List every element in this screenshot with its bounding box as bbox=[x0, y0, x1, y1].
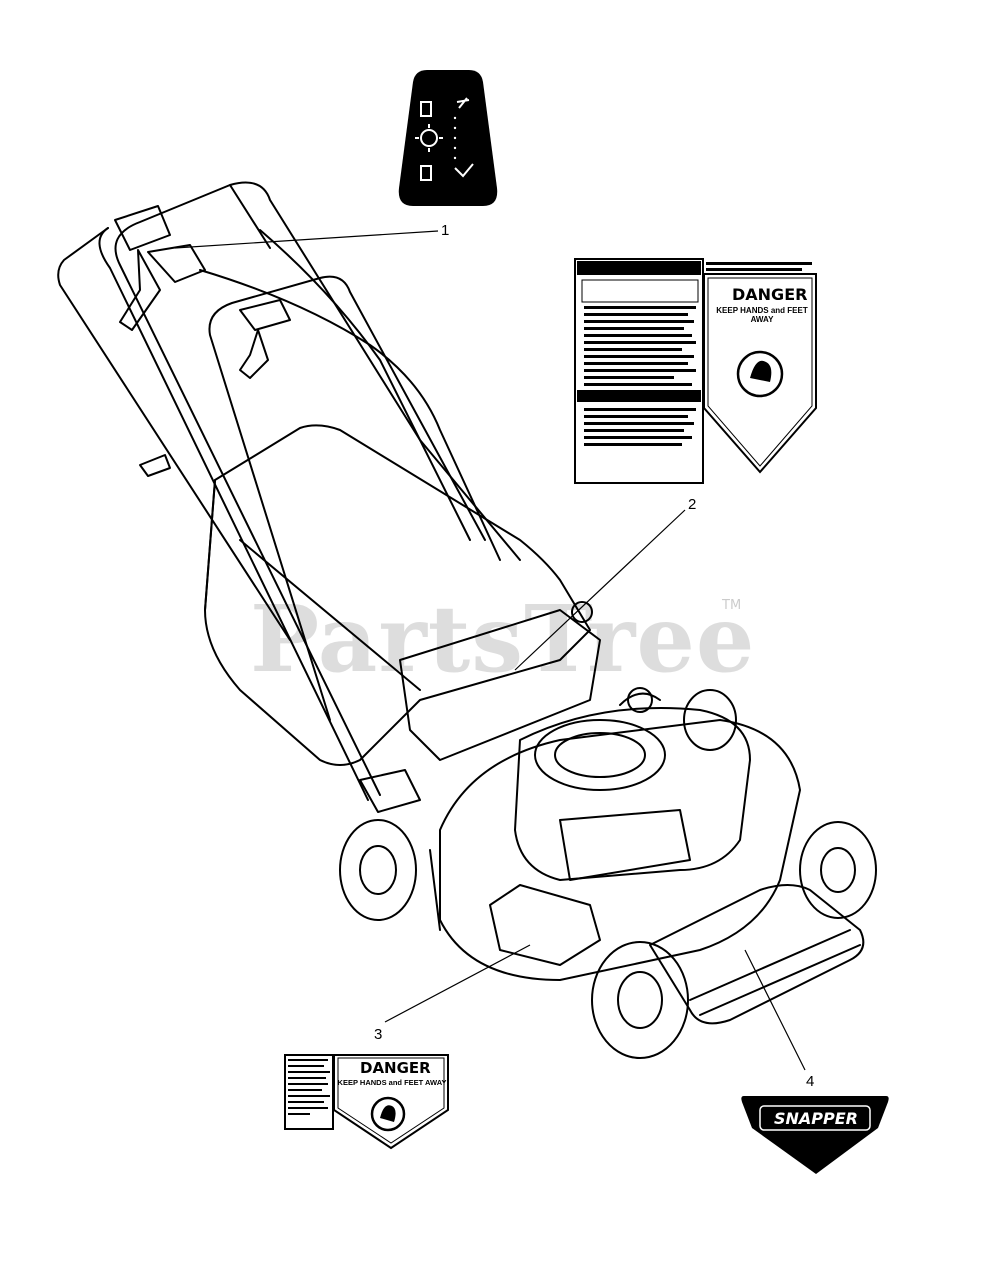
warning-decal-small-outline bbox=[284, 1054, 449, 1150]
snapper-logo-decal: SNAPPER bbox=[738, 1094, 892, 1176]
throttle-decal-icon bbox=[398, 70, 498, 206]
callout-1: 1 bbox=[441, 222, 450, 239]
hand-warning-icon bbox=[750, 360, 772, 382]
warning-decal-main-outline bbox=[574, 258, 817, 484]
main-decal-danger-title: DANGER bbox=[732, 285, 808, 304]
warning-decal-main: DANGER KEEP HANDS and FEET AWAY bbox=[574, 258, 818, 486]
callout-2: 2 bbox=[688, 496, 697, 513]
snapper-logo-shape bbox=[741, 1096, 889, 1174]
small-decal-danger-title: DANGER bbox=[360, 1059, 431, 1077]
small-decal-danger-subtitle: KEEP HANDS and FEET AWAY bbox=[337, 1078, 447, 1087]
callout-3: 3 bbox=[374, 1026, 383, 1043]
main-decal-danger-subtitle: KEEP HANDS and FEET AWAY bbox=[716, 306, 808, 324]
watermark-trademark: TM bbox=[722, 598, 742, 613]
watermark-text: PartsTree bbox=[250, 585, 756, 693]
snapper-logo-text: SNAPPER bbox=[774, 1109, 858, 1128]
warning-decal-small: DANGER KEEP HANDS and FEET AWAY bbox=[284, 1054, 450, 1150]
callout-4: 4 bbox=[806, 1073, 815, 1090]
